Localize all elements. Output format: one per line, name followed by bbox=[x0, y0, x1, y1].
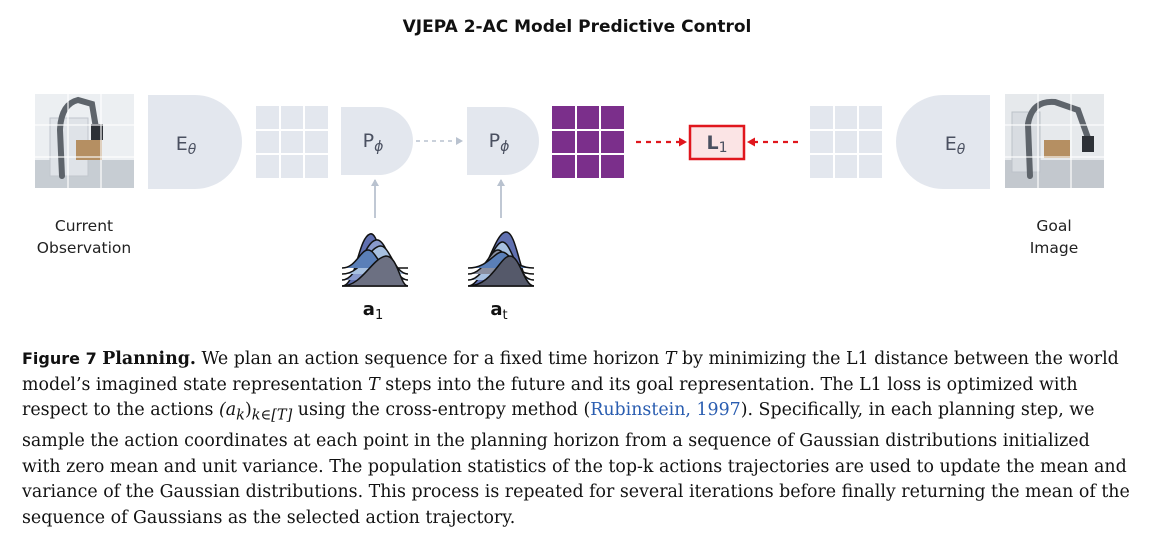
current-observation-label-line1: Current bbox=[54, 217, 114, 235]
figure-caption: Figure 7 Planning. We plan an action seq… bbox=[22, 346, 1132, 532]
current-observation-image bbox=[35, 94, 134, 188]
predictor-block-t bbox=[467, 107, 539, 175]
caption-var-T2: T bbox=[368, 374, 380, 395]
math-a: (a bbox=[219, 400, 237, 421]
mpc-diagram: Eθ Pϕ Pϕ L1 bbox=[35, 94, 1104, 323]
math-close: ) bbox=[244, 400, 252, 421]
encoder-right-label: Eθ bbox=[945, 133, 966, 158]
current-observation-label: Current Observation bbox=[14, 215, 154, 259]
math-k: k bbox=[236, 407, 245, 424]
action-t-gaussians bbox=[467, 231, 535, 287]
l1-loss-label: L1 bbox=[706, 132, 727, 156]
caption-var-T1: T bbox=[664, 349, 677, 369]
current-observation-label-line2: Observation bbox=[36, 239, 132, 257]
goal-image-label-line1: Goal bbox=[1036, 217, 1072, 235]
caption-heading: Planning. bbox=[102, 349, 196, 369]
encoder-right-block bbox=[896, 95, 990, 189]
goal-embedding-grid bbox=[810, 106, 882, 178]
predictor-1-label: Pϕ bbox=[363, 130, 384, 155]
predictor-t-label: Pϕ bbox=[489, 130, 510, 155]
predicted-state-grid bbox=[552, 106, 624, 178]
math-subset: k∈[T] bbox=[251, 407, 293, 424]
current-embedding-grid bbox=[256, 106, 328, 178]
l1-loss-box bbox=[688, 124, 746, 161]
goal-image bbox=[1005, 94, 1104, 188]
predictor-block-1 bbox=[341, 107, 413, 175]
citation-link[interactable]: Rubinstein, 1997 bbox=[590, 400, 741, 421]
goal-image-label-line2: Image bbox=[1029, 239, 1079, 257]
encoder-left-label: Eθ bbox=[176, 133, 197, 158]
action-1-label: a1 bbox=[363, 299, 383, 323]
goal-image-label: Goal Image bbox=[1004, 215, 1104, 259]
figure-title: VJEPA 2-AC Model Predictive Control bbox=[402, 17, 752, 37]
caption-math-actions: (ak)k∈[T] bbox=[219, 400, 292, 423]
caption-text-4: using the cross-entropy method ( bbox=[292, 400, 591, 421]
caption-text-5: ). Specifically, in each planning step, … bbox=[22, 400, 1130, 529]
figure-number: Figure 7 bbox=[22, 349, 97, 368]
encoder-left-block bbox=[148, 95, 242, 189]
caption-text-3: steps into the future and its goal repre… bbox=[22, 374, 1078, 421]
caption-text-1: We plan an action sequence for a fixed t… bbox=[195, 349, 665, 369]
action-1-gaussians bbox=[341, 233, 409, 287]
caption-text-2: by minimizing the L1 distance between th… bbox=[22, 349, 1119, 395]
action-t-label: at bbox=[490, 299, 507, 323]
